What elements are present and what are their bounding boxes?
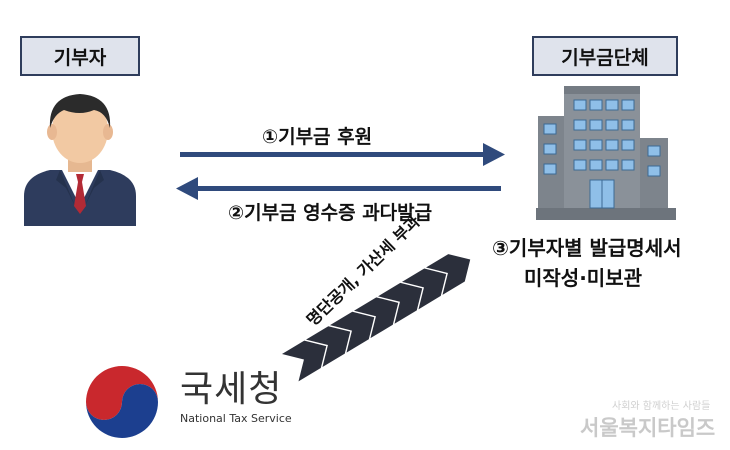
record-violation-line1: ③기부자별 발급명세서 <box>492 236 682 260</box>
record-violation-line2: 미작성·미보관 <box>524 266 642 290</box>
organization-label: 기부금단체 <box>532 36 678 76</box>
nts-logo-name: 국세청 <box>180 369 283 410</box>
watermark-logo: 서울복지타임즈 <box>580 416 716 440</box>
person-icon <box>24 94 136 226</box>
nts-emblem-icon <box>86 366 158 438</box>
building-icon <box>536 86 676 220</box>
receipt-label: ②기부금 영수증 과다발급 <box>228 202 433 224</box>
receipt-arrow <box>176 177 501 200</box>
donation-label: ①기부금 후원 <box>262 126 373 148</box>
donor-label: 기부자 <box>20 36 140 76</box>
penalty-chevron-arrow <box>282 254 471 382</box>
nts-logo-english: National Tax Service <box>180 412 292 425</box>
watermark-tagline: 사회와 함께하는 사람들 <box>612 401 711 412</box>
donation-arrow <box>180 143 505 166</box>
